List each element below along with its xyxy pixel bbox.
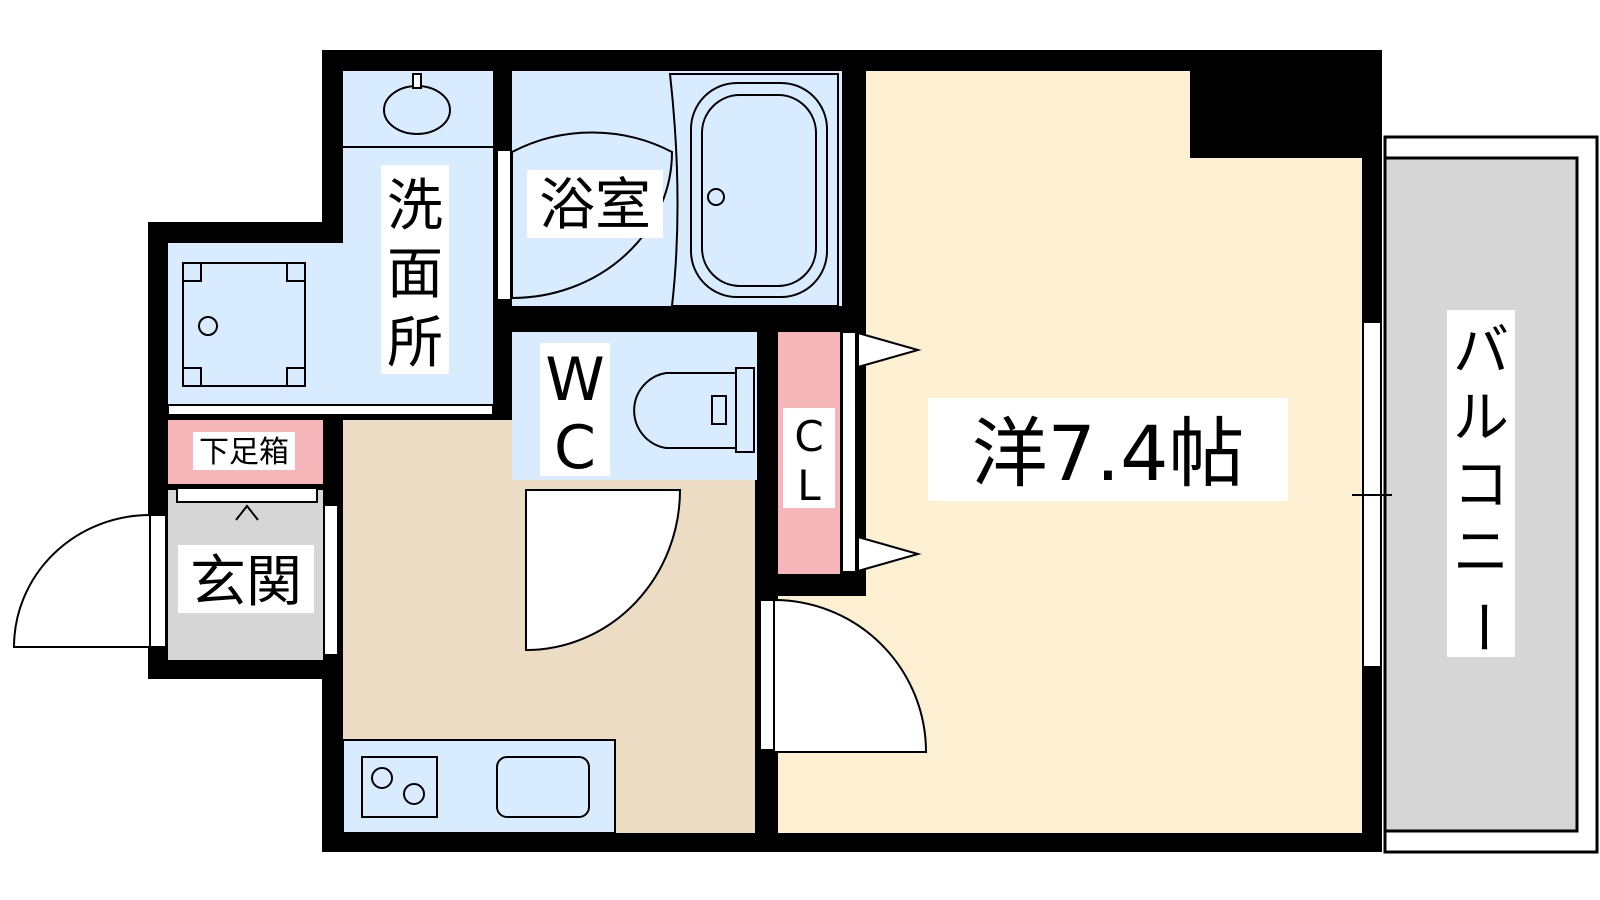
shoe-box-door-mark (235, 504, 259, 521)
western-room-label-bg (928, 398, 1288, 501)
washing-machine-foot-4 (286, 367, 306, 387)
washing-machine-drain (198, 316, 218, 336)
washbasin (383, 85, 451, 135)
washroom-label-char-2: 面 (387, 242, 443, 307)
toilet-bowl (633, 372, 737, 449)
washing-machine (182, 262, 306, 387)
toilet-label-char-1: W (545, 345, 604, 415)
label-backgrounds (178, 165, 1288, 613)
sliding-door-track (167, 404, 494, 416)
laundry-floor (168, 243, 344, 411)
bathroom-door-swing (511, 131, 674, 300)
burner-left (371, 767, 393, 789)
balcony-label-char-2: ル (1453, 386, 1509, 451)
stove (361, 756, 438, 818)
room-labels: 洋7.4帖 浴室 洗 面 所 W C C L 玄関 下足箱 バ ル コ ニ ー (190, 173, 1514, 655)
shoe-box-top (176, 487, 318, 503)
balcony (1383, 135, 1599, 854)
bathtub-frame (668, 73, 839, 307)
washing-machine-foot-1 (182, 262, 202, 282)
entrance-step-jamb (323, 504, 339, 656)
bathtub (690, 82, 828, 298)
washroom-label-bg (381, 165, 449, 374)
toilet-door-swing (525, 489, 682, 652)
toilet-tank (735, 367, 755, 453)
doors (12, 131, 928, 753)
entrance-door-swing (12, 513, 151, 648)
balcony-label-char-4: ニ (1453, 520, 1509, 585)
shoe-box-label-bg (193, 432, 295, 470)
bathroom-label-bg (527, 170, 663, 238)
washing-machine-foot-2 (286, 262, 306, 282)
burner-right (403, 783, 425, 805)
closet-label-char-2: L (797, 461, 821, 510)
balcony-label-box (1447, 310, 1515, 657)
entrance-label: 玄関 (190, 550, 302, 615)
closet-label-char-1: C (794, 412, 823, 461)
fixtures (182, 73, 839, 834)
interior-details (149, 146, 1392, 751)
room-door-jamb (759, 599, 775, 751)
toilet-seat-hinge (711, 395, 727, 425)
closet-door-upper (857, 331, 922, 369)
washroom-label-char-1: 洗 (387, 174, 443, 239)
kitchen-sink (496, 756, 590, 818)
bathtub-inner (701, 94, 817, 287)
bathroom-label: 浴室 (539, 173, 651, 238)
shoe-box-label: 下足箱 (199, 435, 289, 470)
balcony-label-char-5: ー (1449, 599, 1514, 655)
balcony-label-char-3: コ (1453, 453, 1509, 518)
washing-machine-foot-3 (182, 367, 202, 387)
room-door-swing (773, 598, 928, 753)
column-block (1190, 71, 1362, 158)
faucet (412, 73, 422, 89)
closet-label-bg (783, 408, 835, 508)
kitchen-counter (342, 739, 616, 834)
entrance-door-jamb (149, 514, 167, 648)
washroom-label-char-3: 所 (387, 311, 443, 376)
toilet-label-bg (540, 343, 610, 476)
bath-door-jamb (496, 149, 512, 301)
entrance-label-bg (178, 545, 314, 613)
closet-door-lower (857, 535, 922, 573)
bathtub-drain (707, 188, 725, 206)
balcony-label-char-1: バ (1453, 319, 1509, 384)
closet-door-jamb (841, 331, 857, 573)
toilet-label-char-2: C (554, 413, 596, 483)
western-room-label: 洋7.4帖 (972, 409, 1245, 498)
